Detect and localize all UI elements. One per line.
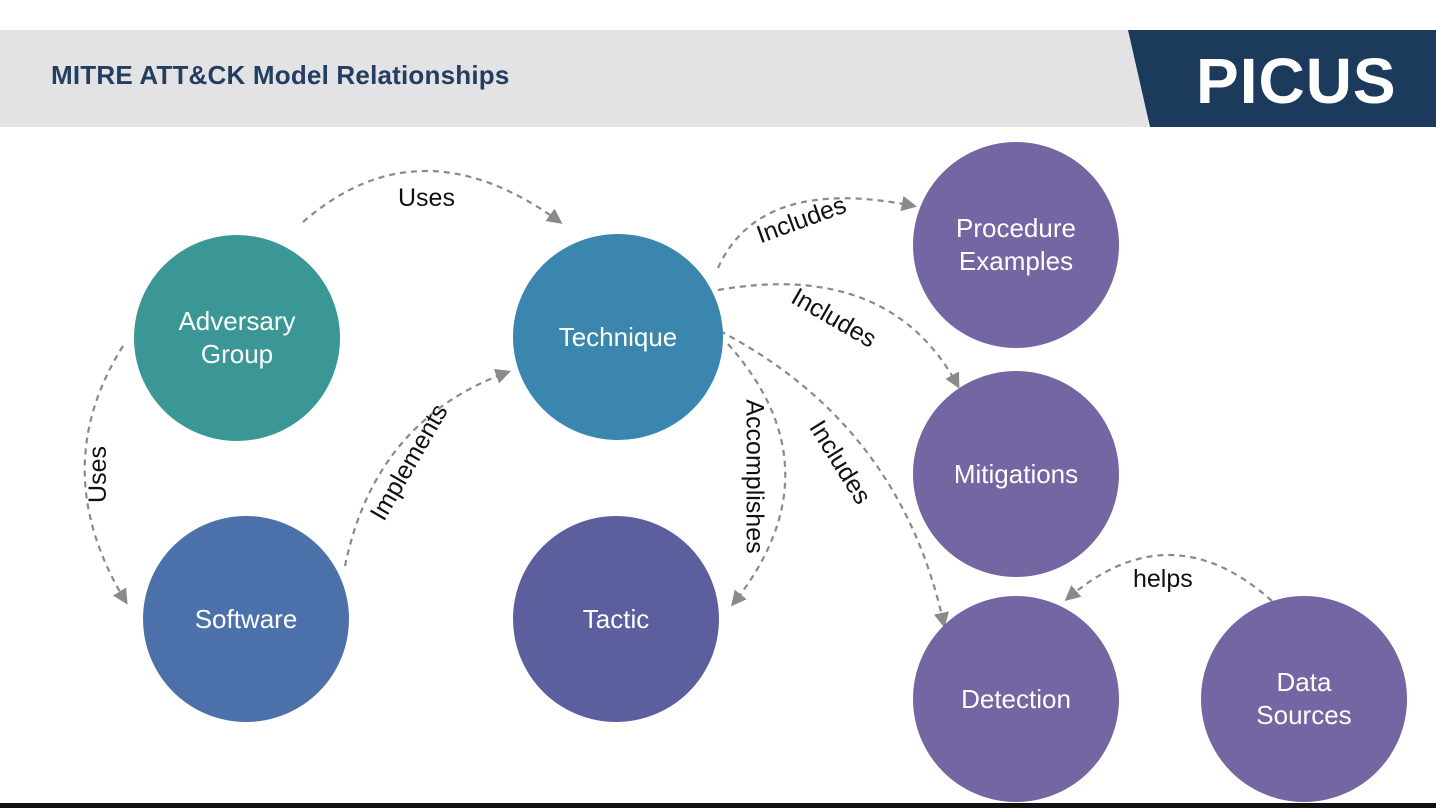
bottom-border — [0, 803, 1436, 808]
node-software: Software — [143, 516, 349, 722]
node-adversary-group: Adversary Group — [134, 235, 340, 441]
arrow-technique-includes-procedures — [716, 196, 918, 269]
node-detection-label: Detection — [961, 683, 1071, 714]
label-technique-accomplishes-tactic: Accomplishes — [740, 399, 769, 554]
node-procedure-examples-label: Procedure Examples — [956, 213, 1076, 276]
node-technique: Technique — [513, 234, 723, 440]
node-procedure-examples: Procedure Examples — [913, 142, 1119, 348]
node-tactic: Tactic — [513, 516, 719, 722]
arrow-group-uses-technique — [302, 169, 563, 224]
arrow-technique-includes-mitigations — [717, 283, 960, 389]
node-tactic-label: Tactic — [582, 603, 650, 634]
node-data-sources: Data Sources — [1201, 596, 1407, 802]
arrow-technique-accomplishes-tactic — [727, 343, 787, 607]
node-detection: Detection — [913, 596, 1119, 802]
node-technique-label: Technique — [558, 321, 678, 352]
node-mitigations: Mitigations — [913, 371, 1119, 577]
header-band — [0, 30, 1148, 127]
arrow-data-sources-helps-detection — [1064, 553, 1273, 602]
node-adversary-group-label: Adversary Group — [178, 306, 296, 369]
node-mitigations-label: Mitigations — [953, 458, 1079, 489]
label-group-uses-software: Uses — [83, 446, 112, 503]
arrow-software-implements-technique — [343, 368, 511, 567]
picus-logo: PICUS — [1196, 45, 1397, 117]
arrow-group-uses-software — [83, 345, 128, 605]
node-software-label: Software — [194, 603, 298, 634]
label-group-uses-technique: Uses — [398, 184, 455, 212]
arrow-technique-includes-detection — [709, 325, 949, 629]
logo-background — [1128, 30, 1436, 127]
label-data-sources-helps-detection: helps — [1133, 565, 1193, 593]
node-data-sources-label: Data Sources — [1256, 667, 1352, 730]
slide-title: MITRE ATT&CK Model Relationships — [51, 60, 510, 90]
